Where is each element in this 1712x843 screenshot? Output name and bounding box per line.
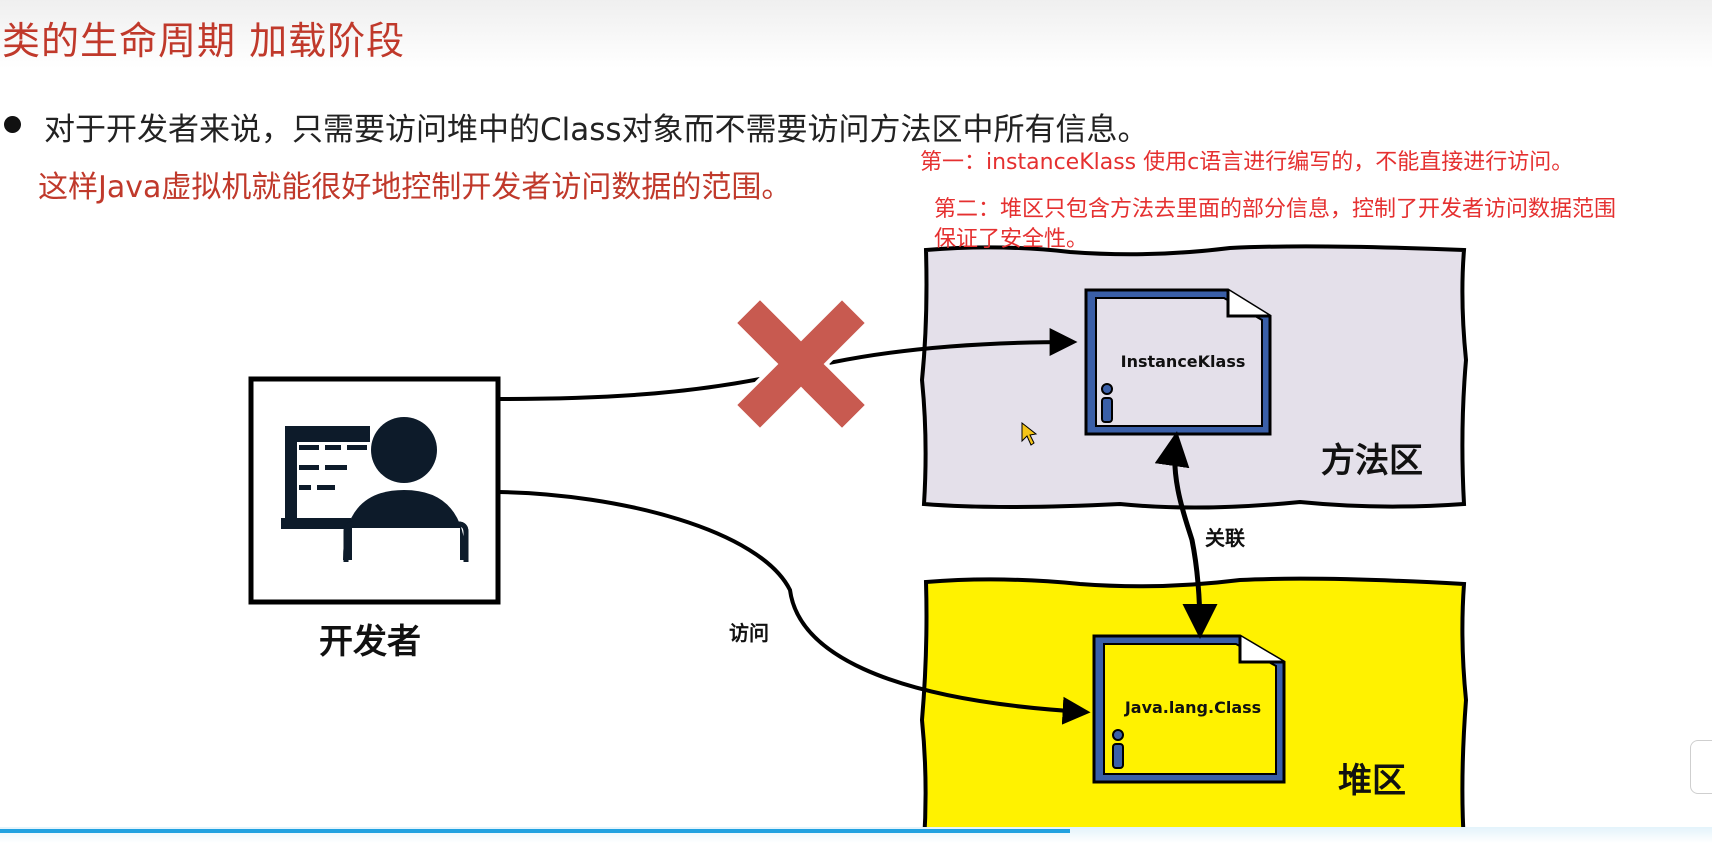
video-progress-fill: [0, 829, 1070, 833]
document-icon: [1112, 729, 1124, 769]
document-icon: [1101, 383, 1113, 423]
developer-label: 开发者: [319, 622, 421, 662]
slide-title: 类的生命周期 加载阶段: [2, 19, 406, 63]
developer-icon: [281, 417, 469, 564]
access-label: 访问: [729, 621, 769, 645]
access-arrow: [498, 490, 1091, 725]
note-second-line-1: 第二：堆区只包含方法去里面的部分信息，控制了开发者访问数据范围: [934, 197, 1617, 222]
heap-label: 堆区: [1338, 761, 1406, 801]
method-area-label: 方法区: [1321, 441, 1423, 481]
note-first: 第一：instanceKlass 使用c语言进行编写的，不能直接进行访问。: [920, 150, 1574, 175]
mouse-cursor-icon: [1021, 421, 1038, 446]
developer-box: [248, 376, 501, 605]
note-second-line-2: 保证了安全性。: [934, 227, 1089, 252]
bullet-point: [4, 116, 21, 133]
highlight-subline: 这样Java虚拟机就能很好地控制开发者访问数据的范围。: [38, 170, 792, 205]
side-panel-tab[interactable]: [1690, 740, 1712, 794]
bullet-text: 对于开发者来说，只需要访问堆中的Class对象而不需要访问方法区中所有信息。: [44, 112, 1149, 148]
relation-label: 关联: [1205, 526, 1245, 550]
association-arrow: [1154, 431, 1218, 639]
note-second: 第二：堆区只包含方法去里面的部分信息，控制了开发者访问数据范围 保证了安全性。: [934, 195, 1616, 255]
java-class-label: Java.lang.Class: [1124, 698, 1261, 717]
title-bar: [0, 0, 1712, 68]
java-class-document: [1092, 634, 1286, 784]
instance-klass-label: InstanceKlass: [1121, 352, 1246, 371]
cross-icon: [731, 294, 871, 434]
instance-klass-document: [1084, 288, 1272, 436]
